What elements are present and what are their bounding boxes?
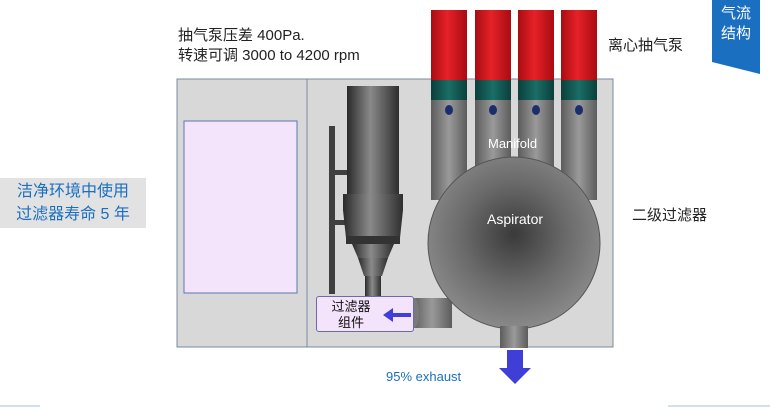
aspirator-label: Aspirator [487,211,544,227]
spec-line-2: 转速可调 3000 to 4200 rpm [178,47,360,64]
clean-env-line-1: 洁净环境中使用 [16,183,129,200]
corner-tag: 气流 结构 [712,0,760,74]
centrifugal-pump-label: 离心抽气泵 [608,37,684,54]
clean-environment-note: 洁净环境中使用 过滤器寿命 5 年 [0,178,146,228]
manifold-label: Manifold [488,136,538,151]
corner-tag-line-2: 结构 [720,25,751,42]
bottom-rule-right [668,405,770,407]
clean-env-line-2: 过滤器寿命 5 年 [16,206,130,223]
bottom-rule-left [0,405,40,407]
centrifugal-pump-3 [518,10,554,200]
filter-assembly-label: 过滤器 组件 [323,299,379,331]
filter-assembly-line-2: 组件 [337,315,364,330]
corner-tag-line-1: 气流 [720,5,751,22]
filter-panel [183,120,298,294]
filter-assembly-line-1: 过滤器 [331,299,371,314]
exhaust-label: 95% exhaust [386,369,462,384]
mount-bracket-vertical [329,126,335,294]
mount-bracket-top [333,170,349,175]
corner-tag-shape [712,0,760,74]
spec-line-1: 抽气泵压差 400Pa. [178,27,305,44]
aspirator-sphere [427,156,601,330]
secondary-filter-label: 二级过滤器 [632,207,708,224]
flow-arrow-icon [383,308,411,322]
centrifugal-pump-4 [561,10,597,200]
centrifugal-pump-1 [431,10,467,200]
filter-assembly-box: 过滤器 组件 [316,296,414,332]
exhaust-arrow [499,350,531,384]
centrifugal-pump-2 [475,10,511,200]
mount-bracket-bottom [333,220,349,225]
cyclone-filter [343,86,403,296]
exhaust-outlet [500,326,528,348]
